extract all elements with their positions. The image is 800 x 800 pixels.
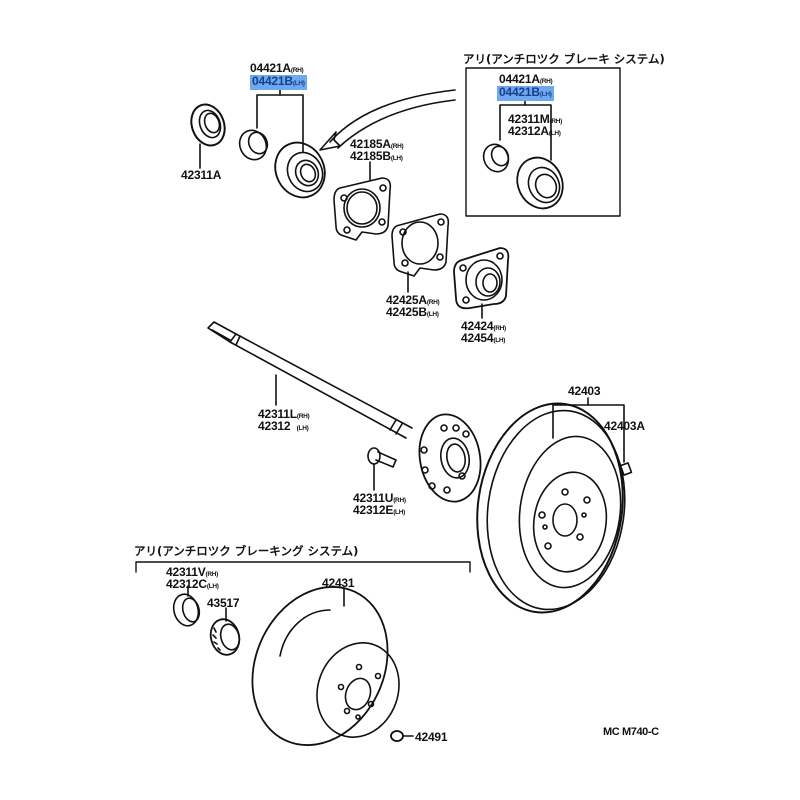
label-abs-04421A: 04421A(RH): [499, 72, 553, 88]
side-indicator: (RH): [549, 118, 563, 125]
abs-wheel-bearing[interactable]: [509, 150, 571, 216]
part-number: 42311U: [353, 491, 394, 505]
part-number: 42425B: [386, 305, 427, 319]
label-04421B-highlighted[interactable]: 04421B(LH): [250, 75, 307, 90]
oil-seal-42311A[interactable]: [186, 100, 230, 150]
side-indicator: (RH): [493, 325, 506, 332]
side-indicator: (RH): [205, 571, 219, 578]
label-42312: 42312 (LH): [258, 419, 309, 435]
label-42431: 42431: [322, 576, 355, 590]
label-abs-04421B-highlighted[interactable]: 04421B(LH): [497, 86, 554, 101]
part-number: 43517: [207, 596, 240, 610]
abs-braking-system-title: アリ(アンチロツク ブレーキング システム): [134, 544, 359, 558]
side-indicator: (RH): [539, 78, 553, 85]
part-number: 04421B: [252, 74, 293, 88]
label-42403: 42403: [568, 384, 601, 398]
label-42425A: 42425A(RH): [386, 293, 440, 309]
part-number: 42312C: [166, 577, 207, 591]
side-indicator: (RH): [426, 299, 440, 306]
part-number: 42312: [258, 419, 291, 433]
set-screw-42491[interactable]: [390, 730, 414, 742]
abs-shaft-seal-42311V[interactable]: [170, 591, 202, 628]
side-indicator: (LH): [292, 80, 305, 87]
abs-inner-bearing[interactable]: [479, 140, 513, 176]
inner-bearing-small[interactable]: [235, 126, 271, 164]
side-indicator: (RH): [296, 413, 310, 420]
part-number: 42185A: [350, 137, 391, 151]
label-42312E: 42312E(LH): [353, 504, 405, 519]
part-number: 42454: [461, 331, 494, 345]
side-indicator: (LH): [539, 91, 552, 98]
part-number: 42311A: [181, 168, 222, 182]
part-number: 42311M: [508, 112, 550, 126]
abs-braking-group-bracket: [135, 561, 471, 573]
side-indicator: (LH): [426, 311, 439, 318]
axle-shaft-42311L[interactable]: [207, 321, 487, 507]
figure-code: MC M740-C: [603, 726, 659, 738]
part-number: 42312E: [353, 503, 394, 517]
label-42312A: 42312A(LH): [508, 125, 561, 140]
side-indicator: (LH): [548, 130, 561, 137]
side-indicator: (RH): [290, 67, 304, 74]
part-number: 04421A: [250, 61, 291, 75]
label-42311L: 42311L(RH): [258, 407, 310, 423]
label-42311V: 42311V(RH): [166, 566, 218, 581]
brake-drum-42403[interactable]: [464, 394, 637, 622]
label-42425B: 42425B(LH): [386, 306, 439, 321]
reference-arrow: [319, 89, 456, 151]
part-number: 42403: [568, 384, 601, 398]
part-number: 42425A: [386, 293, 427, 307]
disc-rotor-42431[interactable]: [227, 565, 412, 768]
part-number: 04421A: [499, 72, 540, 86]
side-indicator: (LH): [206, 583, 219, 590]
label-43517: 43517: [207, 596, 240, 610]
part-number: 42312A: [508, 124, 549, 138]
part-number: 42431: [322, 576, 355, 590]
label-42185B: 42185B(LH): [350, 150, 403, 165]
sensor-rotor-42424[interactable]: [453, 247, 510, 310]
abs-brake-system-title: アリ(アンチロツク ブレーキ システム): [463, 52, 665, 66]
label-42311U: 42311U(RH): [353, 492, 406, 507]
label-42311A: 42311A: [181, 169, 221, 181]
retainer-plate-42185[interactable]: [333, 177, 392, 241]
label-42491: 42491: [415, 730, 448, 744]
part-number: 04421B: [499, 85, 540, 99]
abs-bearing-43517[interactable]: [207, 616, 243, 658]
side-indicator: (LH): [493, 337, 506, 344]
label-42403A: 42403A: [604, 420, 645, 432]
side-indicator: (LH): [296, 425, 309, 432]
side-indicator: (LH): [393, 509, 405, 516]
part-number: 42403A: [604, 419, 645, 433]
side-indicator: (RH): [390, 143, 404, 150]
part-number: 42491: [415, 730, 448, 744]
label-42312C: 42312C(LH): [166, 578, 219, 593]
side-indicator: (LH): [390, 155, 403, 162]
part-number: 42424: [461, 319, 494, 333]
drum-plug-42403A[interactable]: [619, 462, 633, 476]
part-number: 42185B: [350, 149, 391, 163]
label-42311M: 42311M(RH): [508, 113, 562, 128]
label-42424: 42424(RH): [461, 320, 506, 335]
part-number: 42311V: [166, 565, 206, 579]
side-indicator: (RH): [393, 497, 406, 504]
hub-bolt-42311U[interactable]: [367, 447, 397, 468]
wheel-bearing-large[interactable]: [266, 134, 333, 205]
label-04421A: 04421A(RH): [250, 61, 304, 77]
gasket-42425[interactable]: [391, 213, 450, 277]
part-number: 42311L: [258, 407, 297, 421]
label-42185A: 42185A(RH): [350, 137, 404, 153]
label-42454: 42454(LH): [461, 332, 505, 347]
abs-group-box: [465, 67, 621, 217]
